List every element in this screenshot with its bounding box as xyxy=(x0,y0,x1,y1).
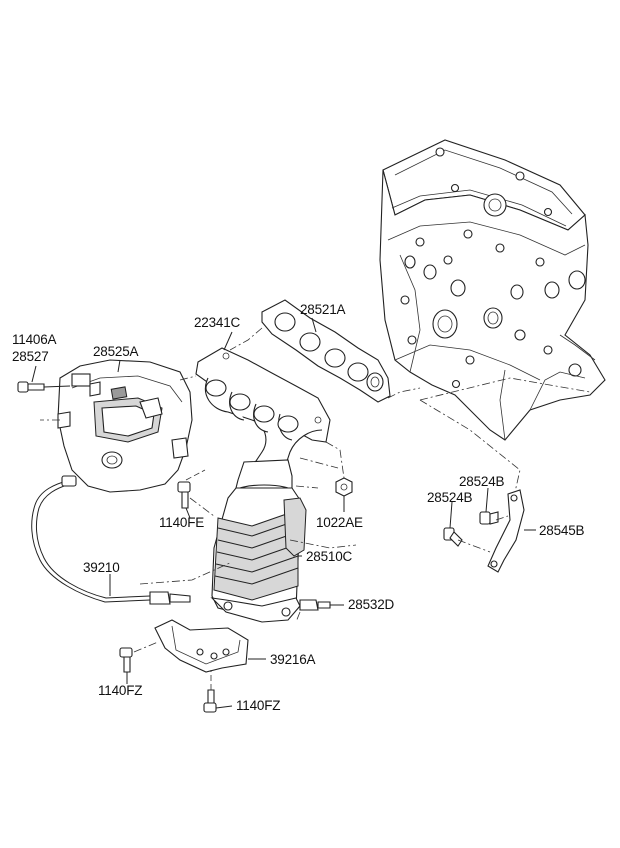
bracket-39216a xyxy=(154,619,249,673)
label-28524b-top[interactable]: 28524B xyxy=(459,474,505,489)
label-28532d[interactable]: 28532D xyxy=(348,597,395,612)
exhaust-manifold-gasket xyxy=(261,299,391,403)
bolt-11406a xyxy=(17,381,71,393)
label-28525a[interactable]: 28525A xyxy=(93,344,139,359)
bolt-1140fz-left xyxy=(119,647,133,673)
label-39210[interactable]: 39210 xyxy=(83,560,120,575)
label-1140fz-bottom[interactable]: 1140FZ xyxy=(236,698,281,713)
label-11406a[interactable]: 11406A xyxy=(12,332,57,347)
label-39216a[interactable]: 39216A xyxy=(270,652,316,667)
catalytic-converter xyxy=(210,487,307,623)
bolt-1140fe xyxy=(177,469,206,509)
nut-1022ae xyxy=(335,477,353,497)
label-1140fz-left[interactable]: 1140FZ xyxy=(98,683,143,698)
exhaust-manifold xyxy=(195,347,331,500)
label-22341c[interactable]: 22341C xyxy=(194,315,241,330)
heat-protector xyxy=(57,359,193,493)
bolt-1140fz-bottom xyxy=(203,670,217,713)
label-28527[interactable]: 28527 xyxy=(12,349,49,364)
label-28510c[interactable]: 28510C xyxy=(306,549,353,564)
label-28524b-bottom[interactable]: 28524B xyxy=(427,490,473,505)
label-1022ae[interactable]: 1022AE xyxy=(316,515,363,530)
leader-lines xyxy=(31,317,591,709)
bolt-28524b-top xyxy=(479,511,499,525)
bracket-28545b xyxy=(487,489,525,573)
bolt-28524b-bottom xyxy=(443,527,463,547)
stud-28532d xyxy=(299,599,331,611)
label-1140fe[interactable]: 1140FE xyxy=(159,515,205,530)
oxygen-sensor xyxy=(31,475,191,605)
label-28521a[interactable]: 28521A xyxy=(300,302,346,317)
label-28545b[interactable]: 28545B xyxy=(539,523,585,538)
engine-block xyxy=(379,139,606,441)
